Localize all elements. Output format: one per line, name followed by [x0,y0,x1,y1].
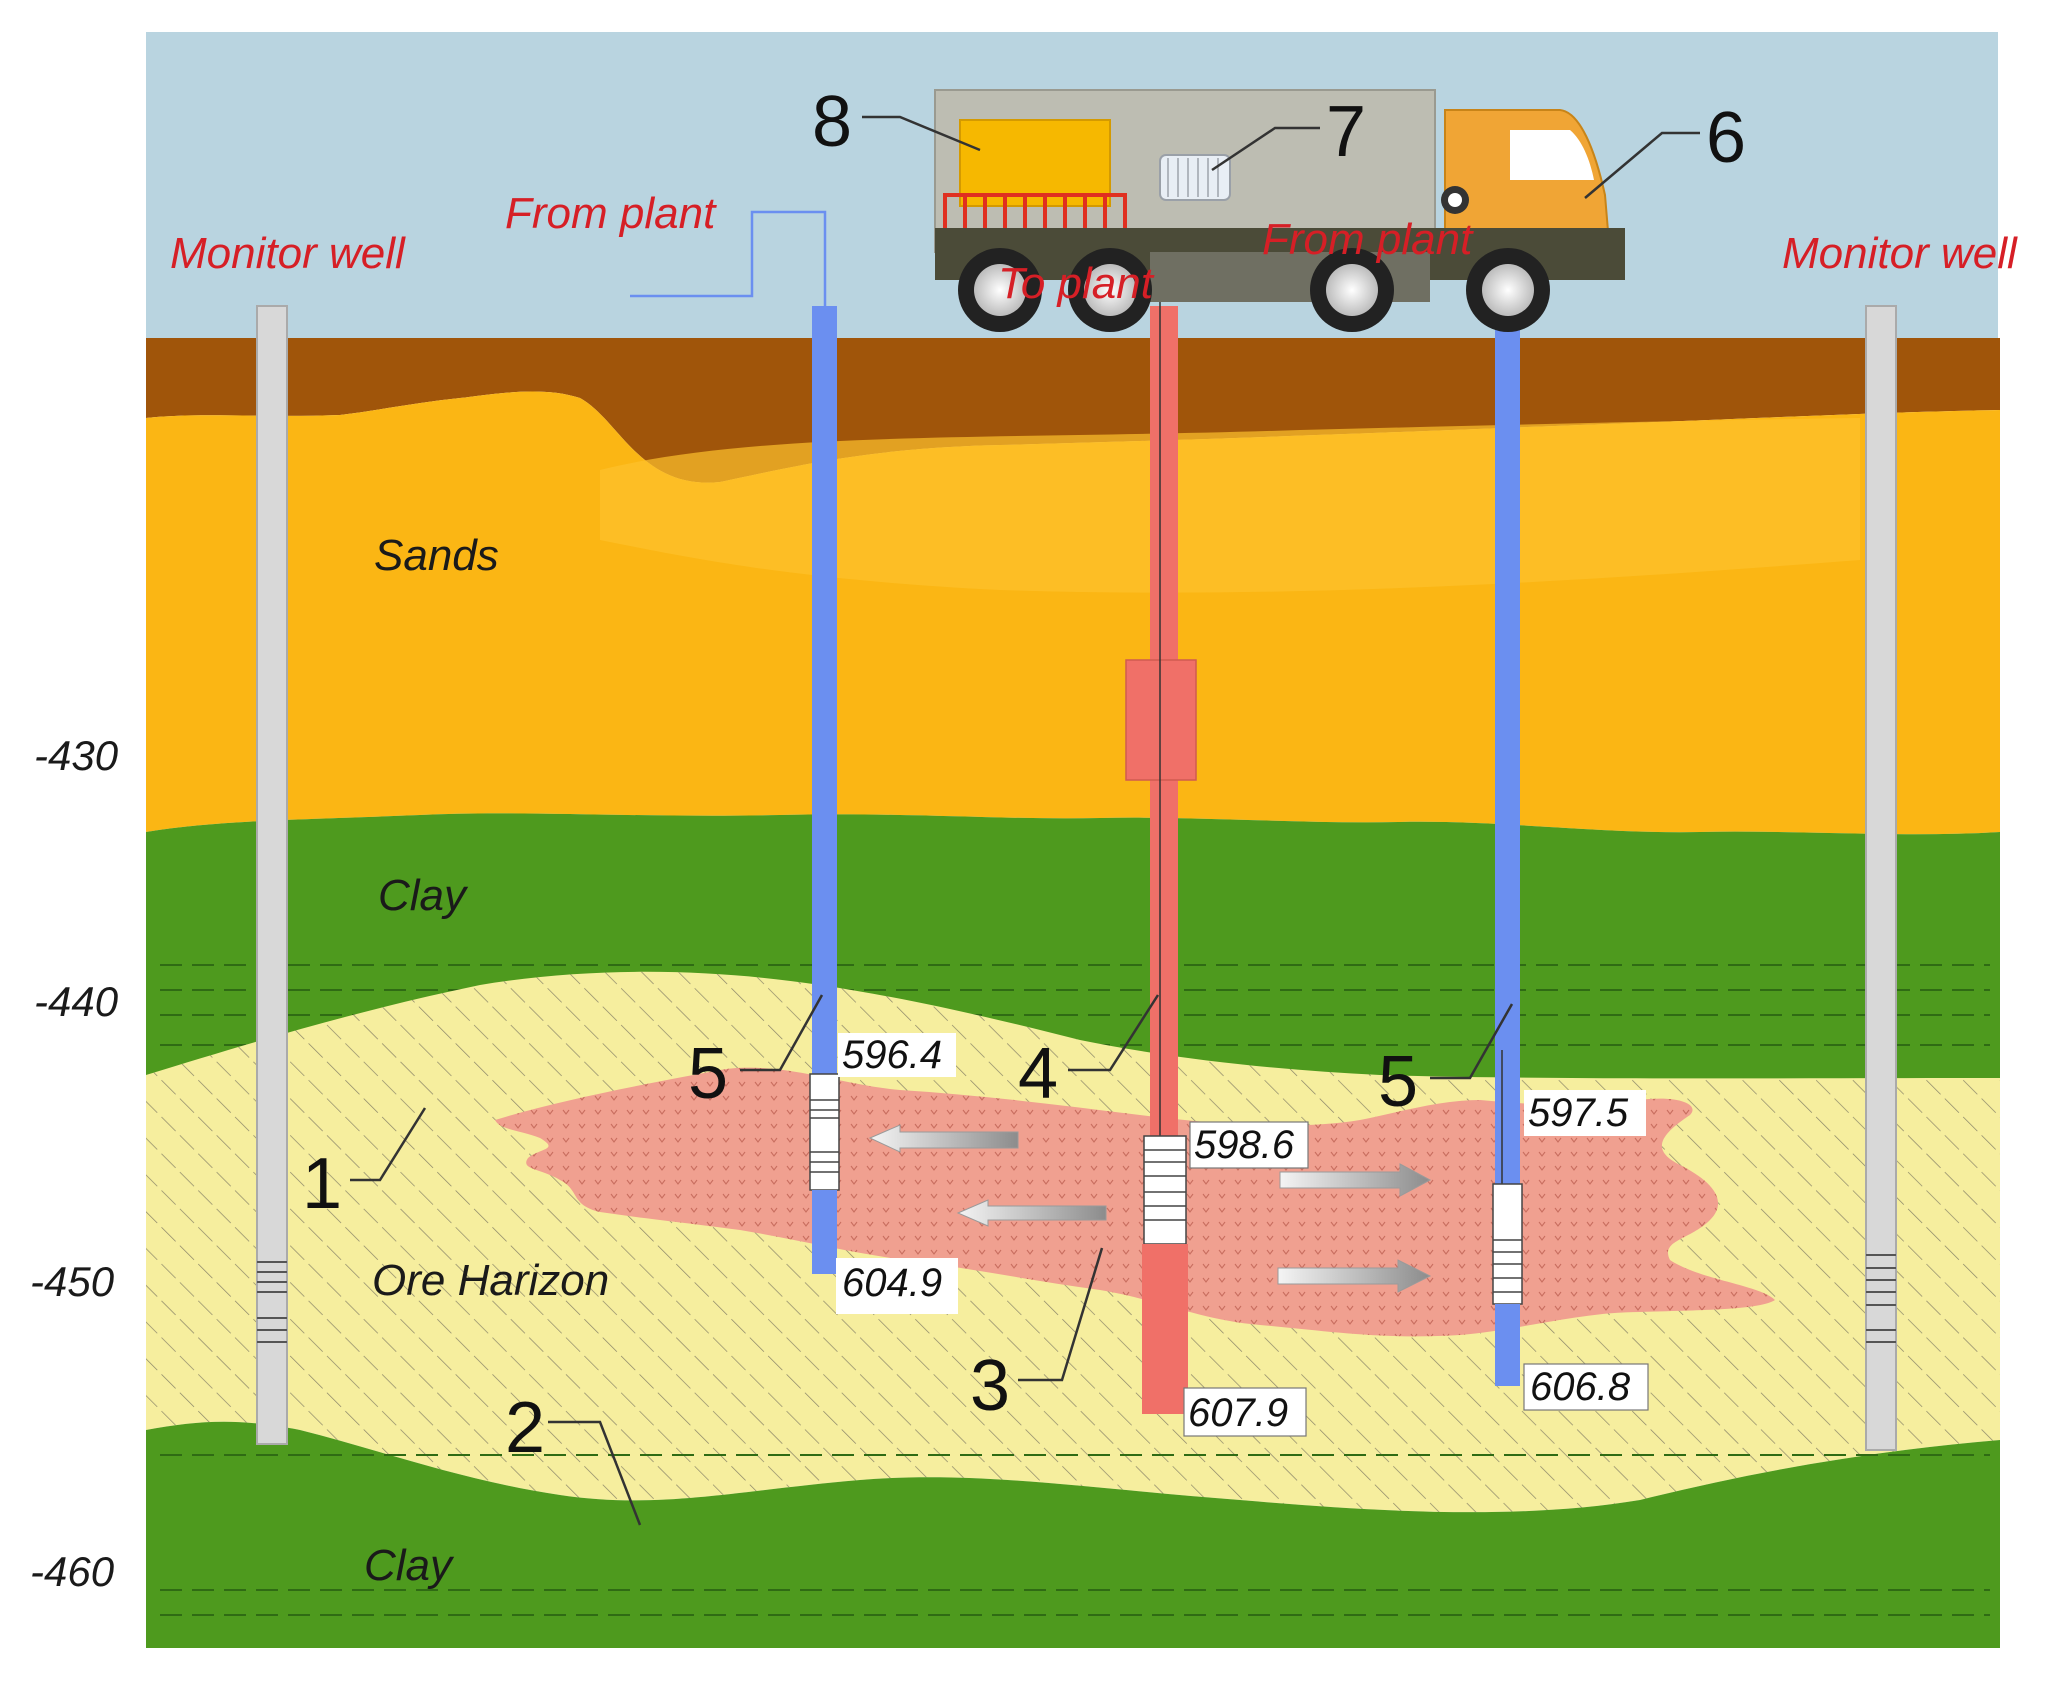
leader-3 [1018,1247,1104,1382]
svg-text:604.9: 604.9 [842,1261,942,1305]
depth-label-460: -460 [30,1548,115,1595]
truck-cab-window [1510,130,1594,180]
callout-7: 7 [1326,92,1366,172]
depth-label-440: -440 [34,978,119,1025]
clay-lower-label: Clay [364,1541,455,1590]
leader-8 [862,115,981,152]
clay-lower-layer [146,1421,2000,1648]
leader-1 [350,1107,427,1182]
monitor-well-right [1865,305,1897,1451]
leader-7 [1211,126,1320,172]
callout-5-right: 5 [1378,1042,1418,1122]
depth-label-430: -430 [34,732,119,779]
ore-horizon-label: Ore Harizon [372,1256,609,1305]
extraction-well-center [1125,250,1197,1414]
leader-5-right [1430,1003,1514,1080]
measure-left-bottom: 604.9 [836,1258,958,1314]
depth-label-450: -450 [30,1258,115,1305]
extraction-well-filter [1143,1135,1187,1245]
flow-arrow-right-upper [1279,1163,1432,1197]
monitor-well-left-label: Monitor well [170,229,406,278]
svg-text:598.6: 598.6 [1194,1123,1295,1167]
truck-reel [1159,154,1231,201]
flow-arrow-left-lower [956,1199,1107,1227]
callout-5-left: 5 [688,1034,728,1114]
leader-5-left [740,994,824,1072]
clay-upper-label: Clay [378,871,469,920]
from-plant-truck-label: From plant [1262,215,1474,264]
injection-well-left [630,210,840,1274]
injection-well-right-filter [1492,1183,1523,1305]
to-plant-label: To plant [998,259,1155,308]
svg-text:596.4: 596.4 [842,1033,942,1077]
flow-arrow-left-upper [868,1124,1019,1153]
injection-well-right [1492,306,1523,1386]
callout-1: 1 [302,1144,342,1224]
monitor-well-left [256,305,288,1445]
leader-4 [1068,994,1160,1072]
sands-label: Sands [374,531,499,580]
leader-2 [548,1420,642,1526]
svg-text:607.9: 607.9 [1188,1391,1288,1435]
truck-icon [934,89,1625,332]
measure-center-top: 598.6 [1189,1121,1309,1169]
topsoil-layer [146,338,2000,483]
svg-text:597.5: 597.5 [1528,1091,1629,1135]
sands-highlight [600,418,1860,593]
from-plant-left-label: From plant [505,189,717,238]
measure-right-top: 597.5 [1524,1090,1646,1136]
extraction-well-pump [1125,659,1197,781]
callout-3: 3 [970,1346,1010,1426]
clay-lower-strata [160,1454,1990,1616]
measure-center-bottom: 607.9 [1183,1387,1307,1437]
truck-tank [959,119,1111,207]
flow-arrow-right-lower [1277,1259,1432,1293]
measure-right-bottom: 606.8 [1523,1363,1649,1411]
callout-4: 4 [1018,1034,1058,1114]
monitor-well-right-label: Monitor well [1782,229,2018,278]
measure-left-top: 596.4 [838,1033,956,1077]
flow-arrows [868,1124,1432,1293]
leader-6 [1584,131,1700,199]
callout-6: 6 [1706,98,1746,178]
callout-8: 8 [812,82,852,162]
svg-text:606.8: 606.8 [1530,1365,1631,1409]
callout-2: 2 [505,1388,545,1468]
truck-wheels [958,248,1550,332]
injection-well-left-filter [809,1073,840,1191]
